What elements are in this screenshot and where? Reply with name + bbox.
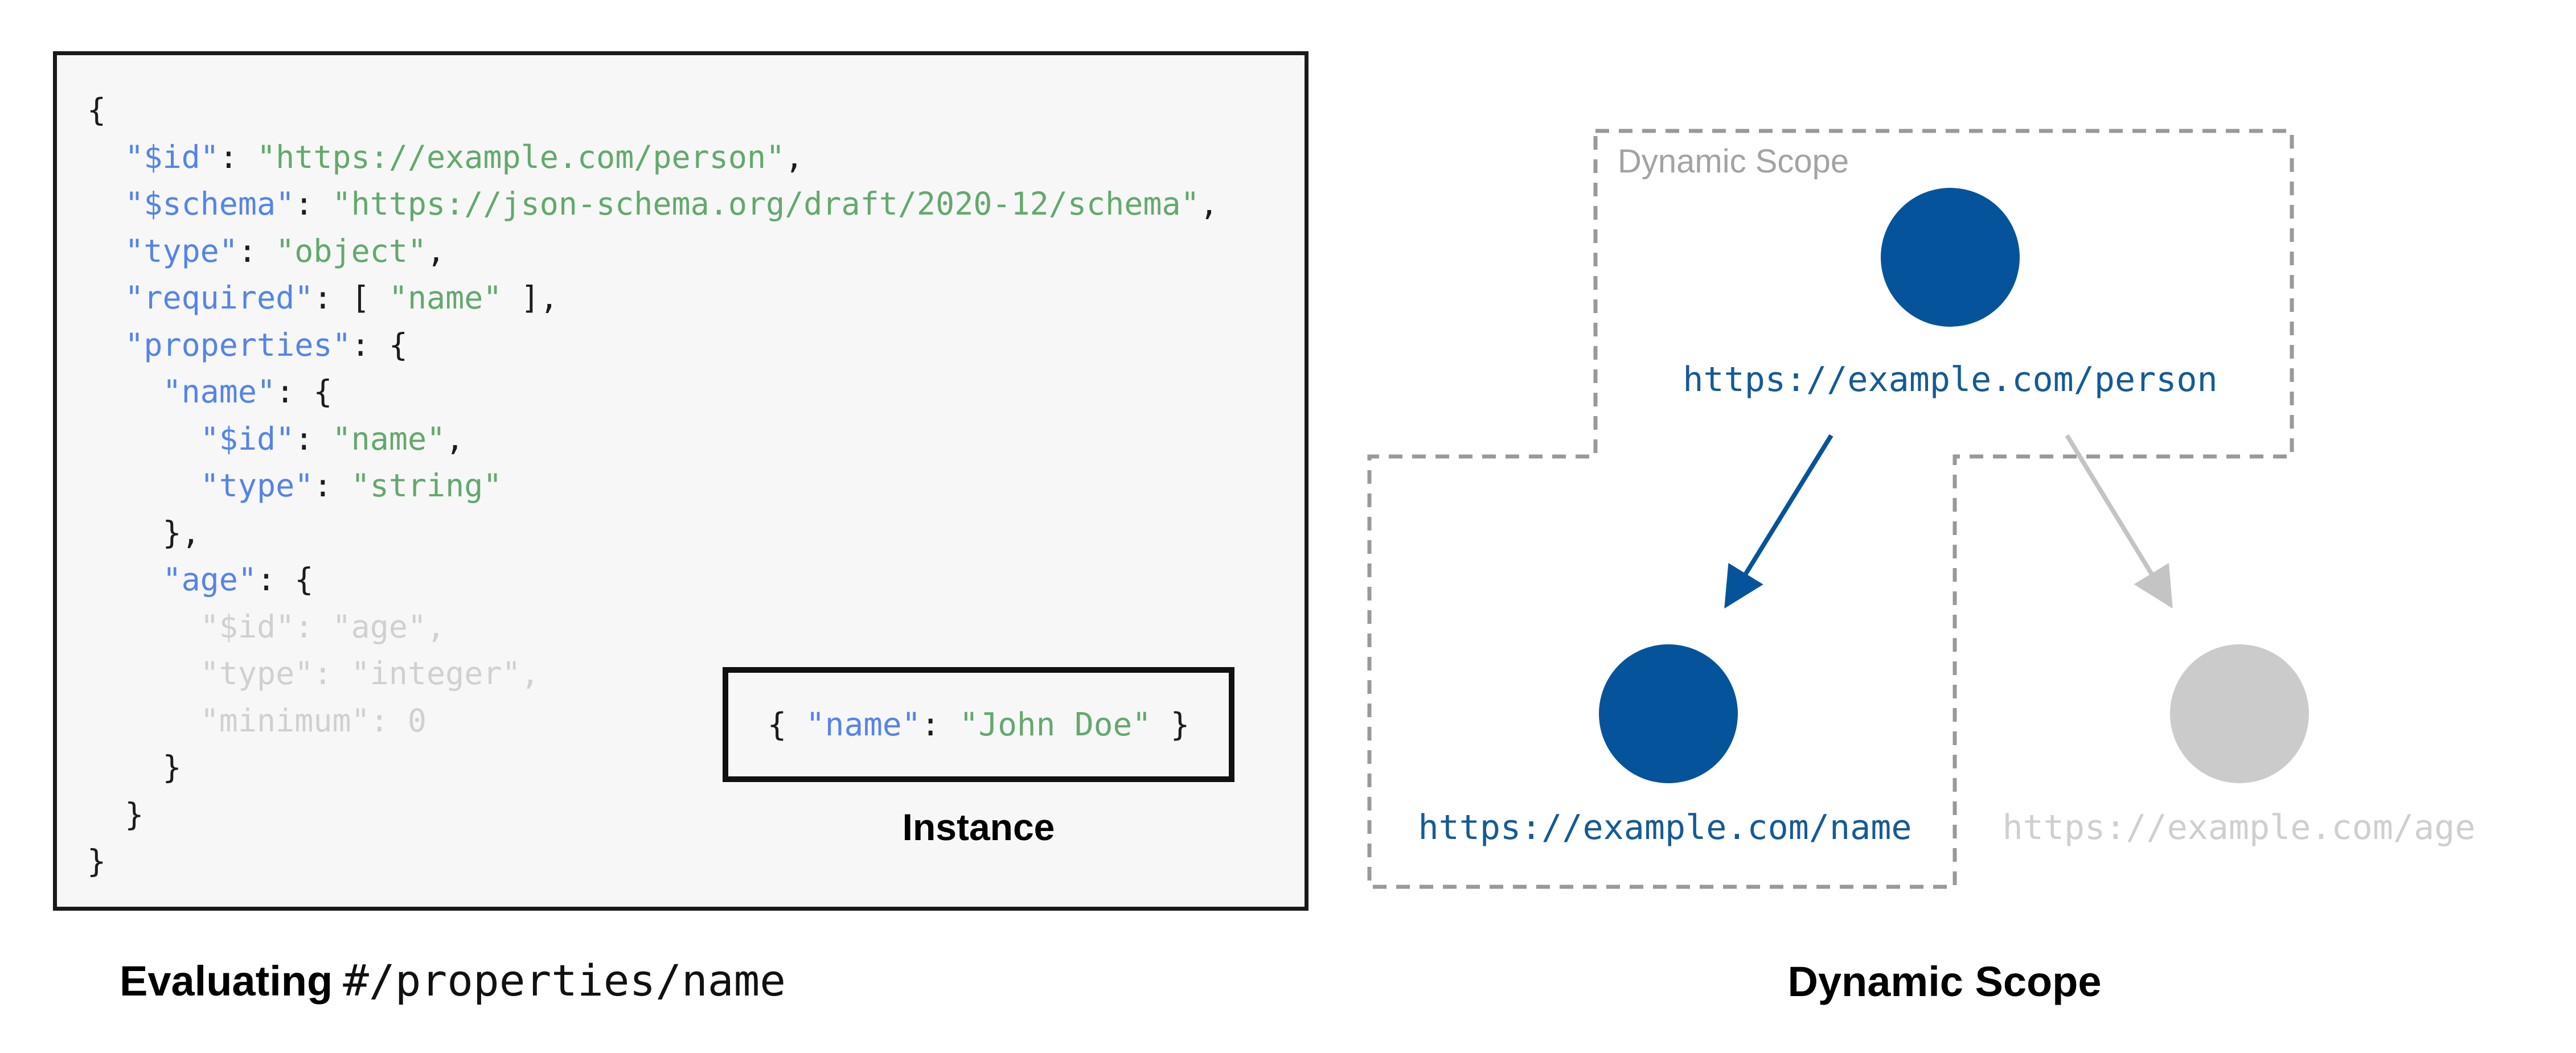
node-person-circle: [1881, 188, 2020, 327]
code-token: ],: [502, 279, 559, 316]
code-line: "age": {: [87, 556, 1219, 603]
code-line: }: [87, 791, 1219, 838]
code-line: {: [87, 87, 1219, 134]
reference-arrow-age: [2065, 434, 2173, 609]
code-token: : {: [351, 326, 408, 363]
node-person-url: https://example.com/person: [1683, 360, 2218, 400]
code-line: "type": "integer",: [87, 650, 1219, 697]
evaluating-caption-bold: Evaluating: [120, 957, 333, 1005]
dynamic-scope-outline: [1367, 129, 2294, 889]
code-token: "$id": [125, 138, 219, 175]
dynamic-scope-inner-label: Dynamic Scope: [1618, 143, 1849, 180]
schema-code-box: { "$id": "https://example.com/person", "…: [53, 51, 1308, 911]
code-token: "object": [276, 232, 427, 269]
code-line: "name": {: [87, 368, 1219, 416]
node-age-url: https://example.com/age: [2002, 808, 2476, 848]
code-token: ,: [445, 420, 465, 457]
node-age-circle: [2170, 644, 2309, 783]
code-token: "https://json-schema.org/draft/2020-12/s…: [332, 186, 1200, 222]
evaluating-caption: Evaluating #/properties/name: [120, 955, 786, 1006]
code-token: "name": [162, 373, 276, 410]
code-line: "type": "string": [87, 462, 1219, 509]
instance-label: Instance: [902, 806, 1055, 848]
schema-code: { "$id": "https://example.com/person", "…: [87, 87, 1219, 885]
code-token: :: [219, 138, 257, 175]
code-token: "properties": [125, 326, 351, 363]
code-line: }: [87, 838, 1219, 885]
code-token: "name": [332, 420, 446, 457]
code-line: "$id": "https://example.com/person",: [87, 134, 1219, 181]
code-token: "$schema": [125, 186, 295, 222]
code-token: "type": [200, 467, 314, 504]
code-token: "age": [162, 561, 257, 598]
code-token: ,: [785, 138, 804, 175]
code-token: ,: [426, 232, 446, 269]
node-name-circle: [1599, 644, 1738, 783]
code-token: ,: [1199, 186, 1219, 222]
code-line: "properties": {: [87, 322, 1219, 369]
code-token: "name": [388, 279, 502, 316]
node-name-url: https://example.com/name: [1418, 808, 1912, 848]
code-token: "$id": "age",: [87, 608, 446, 645]
instance-json: { "name": "John Doe" }: [768, 706, 1190, 743]
code-token: :: [294, 420, 333, 457]
code-token: },: [87, 514, 200, 551]
code-token: :: [921, 706, 959, 743]
code-token: {: [87, 92, 106, 128]
code-token: {: [767, 706, 806, 743]
code-line: "minimum": 0: [87, 697, 1219, 744]
instance-box: { "name": "John Doe" }: [723, 667, 1234, 782]
code-line: }: [87, 744, 1219, 791]
code-token: "minimum": 0: [87, 702, 427, 739]
code-token: :: [237, 232, 276, 269]
code-token: "required": [125, 279, 314, 316]
code-token: "type": [125, 232, 238, 269]
dynamic-scope-caption: Dynamic Scope: [1787, 958, 2102, 1005]
code-token: : {: [276, 373, 333, 410]
code-token: "https://example.com/person": [257, 138, 785, 175]
reference-arrow-name: [1724, 434, 1833, 609]
code-token: }: [87, 749, 182, 785]
code-token: : {: [257, 561, 314, 598]
code-token: : [: [313, 279, 389, 316]
code-token: :: [294, 186, 333, 222]
code-line: "$schema": "https://json-schema.org/draf…: [87, 180, 1219, 228]
code-line: "$id": "name",: [87, 416, 1219, 463]
code-token: "name": [806, 706, 921, 743]
code-line: "$id": "age",: [87, 603, 1219, 651]
code-token: }: [87, 843, 106, 879]
code-token: "string": [351, 467, 502, 504]
code-token: }: [1151, 706, 1190, 743]
code-line: },: [87, 509, 1219, 557]
code-token: :: [313, 467, 351, 504]
code-line: "type": "object",: [87, 228, 1219, 275]
code-token: "$id": [200, 420, 295, 457]
code-line: "required": [ "name" ],: [87, 274, 1219, 322]
evaluating-caption-pointer: #/properties/name: [343, 955, 786, 1006]
code-token: "type": "integer",: [87, 655, 540, 692]
code-token: "John Doe": [959, 706, 1151, 743]
code-token: }: [87, 796, 144, 833]
